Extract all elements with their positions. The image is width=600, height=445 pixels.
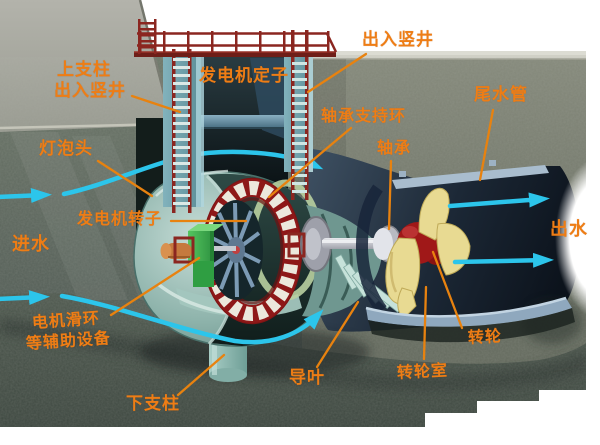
label-generator-rotor: 发电机转子 xyxy=(77,209,163,228)
runner-chamber-edge xyxy=(356,184,387,314)
draft-tube-top-band xyxy=(392,165,549,189)
label-runner-chamber: 转轮室 xyxy=(396,360,449,382)
platform-mini-ladder xyxy=(138,19,157,54)
label-bearing-support-ring: 轴承支持环 xyxy=(321,106,407,125)
label-water-inlet: 进水 xyxy=(12,234,50,255)
label-guide-vane: 导叶 xyxy=(289,368,325,388)
label-draft-tube: 尾水管 xyxy=(474,85,528,105)
machine-hall-platform xyxy=(134,19,338,264)
label-bearing: 轴承 xyxy=(377,138,412,157)
slip-ring-assembly xyxy=(160,224,236,287)
shaft-cross-beam xyxy=(196,115,292,128)
label-upper-support: 上支柱 xyxy=(57,60,111,80)
main-shaft xyxy=(300,216,402,272)
label-lower-support: 下支柱 xyxy=(126,394,180,414)
leader-lines xyxy=(96,52,495,397)
turbine-runner xyxy=(385,187,471,319)
label-access-shaft-top: 出入竖井 xyxy=(362,30,434,50)
runner-chamber-bottom-lip xyxy=(365,296,575,343)
slip-ring-cylinder xyxy=(160,243,192,259)
right-margin xyxy=(586,50,600,445)
label-generator-stator: 发电机定子 xyxy=(199,66,289,86)
bottom-margin xyxy=(0,390,600,445)
access-ladder-right xyxy=(287,30,309,258)
label-access-shaft-left: 出入竖井 xyxy=(54,81,126,101)
inlet-arrow-lower xyxy=(0,290,50,306)
outlet-arrow-lower xyxy=(452,252,554,268)
access-ladder-left xyxy=(172,49,195,264)
label-bulb-head: 灯泡头 xyxy=(39,139,93,159)
inlet-arrow-upper xyxy=(0,188,52,204)
label-water-outlet: 出水 xyxy=(550,219,588,240)
platform-railing xyxy=(134,19,338,57)
label-runner: 转轮 xyxy=(467,326,503,347)
outlet-arrow-upper xyxy=(447,192,550,209)
